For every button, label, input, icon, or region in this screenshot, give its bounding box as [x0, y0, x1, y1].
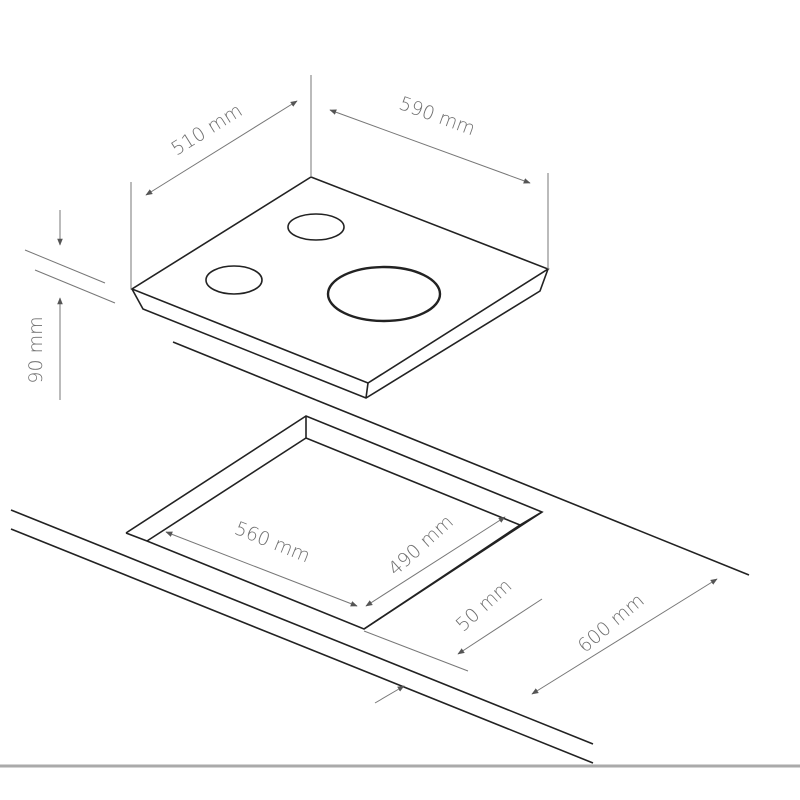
- cutout-inner-back: [146, 437, 521, 542]
- hob-height-label: 90 mm: [25, 316, 47, 383]
- cutout-dimensions: 560 mm 490 mm 50 mm 600 mm: [165, 511, 718, 704]
- thickness-arrow: [374, 685, 405, 704]
- countertop-front-bottom-edge: [10, 528, 594, 764]
- hob-depth-label: 510 mm: [167, 100, 246, 161]
- extension-line: [363, 630, 469, 672]
- countertop-depth-label: 600 mm: [574, 589, 649, 657]
- hob-front-edge: [131, 268, 549, 399]
- countertop-back-edge: [315, 399, 750, 576]
- countertop-back-edge: [172, 341, 317, 401]
- cutout-width-label: 560 mm: [231, 517, 313, 567]
- cutout-depth-arrow: [365, 516, 506, 607]
- cutout-inner-front: [125, 511, 543, 630]
- cutout-depth-label: 490 mm: [384, 511, 458, 580]
- cutout-width-arrow: [165, 531, 358, 607]
- width-arrow: [329, 109, 531, 184]
- hob-top-surface: [130, 176, 550, 384]
- burner-large: [326, 265, 442, 323]
- hob: [130, 176, 550, 399]
- countertop-depth-arrow: [531, 578, 718, 695]
- hob-front-corner-edge: [365, 382, 369, 399]
- height-ref-line: [24, 249, 106, 284]
- front-gap-arrow: [457, 598, 543, 655]
- height-ref-line: [34, 269, 116, 304]
- hob-width-label: 590 mm: [396, 92, 478, 140]
- burner-back: [287, 213, 345, 241]
- depth-arrow: [145, 100, 298, 196]
- countertop-front-top-edge: [10, 509, 594, 745]
- burner-left: [205, 265, 263, 295]
- front-gap-label: 50 mm: [452, 575, 517, 636]
